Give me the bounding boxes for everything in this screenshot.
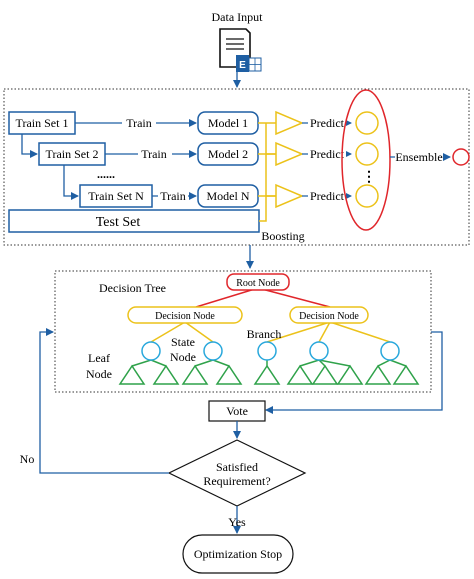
no-label: No	[20, 452, 35, 466]
state-node-circle	[141, 341, 161, 361]
state-node-circle	[257, 341, 277, 361]
data-input-label: Data Input	[212, 10, 264, 24]
prediction-circle-n	[355, 184, 379, 208]
predict-label-n: Predict	[310, 189, 345, 203]
leaf-edge	[377, 359, 391, 367]
vote-label: Vote	[226, 404, 248, 418]
vertical-dots: ⋮	[362, 170, 376, 185]
leaf-node-triangle	[181, 364, 209, 385]
predictor-triangle-1	[275, 110, 304, 136]
leaf-edge	[389, 359, 407, 367]
predictor-triangle-2	[275, 141, 304, 167]
leaf-node-triangle	[152, 364, 180, 385]
train-set-2-label: Train Set 2	[46, 147, 99, 161]
leaf-edge	[194, 359, 214, 367]
leaf-node-label-1: Leaf	[88, 351, 110, 365]
predict-label-1: Predict	[310, 116, 345, 130]
leaf-edge	[131, 359, 152, 367]
leaf-node-triangle	[336, 364, 364, 385]
predictor-triangle-n	[275, 183, 304, 209]
decision-node-right-label: Decision Node	[299, 311, 359, 322]
prediction-circle-1	[355, 111, 379, 135]
tree-state-and-leaf-nodes	[118, 341, 420, 385]
decision-node-left-box	[127, 306, 243, 324]
root-node-label: Root Node	[236, 278, 280, 289]
leaf-node-label-2: Node	[86, 367, 112, 381]
state-node-circle	[380, 341, 400, 361]
train-label-n: Train	[160, 189, 186, 203]
leaf-node-triangle	[253, 364, 281, 385]
satisfied-label-2: Requirement?	[203, 474, 270, 488]
ensemble-label: Ensemble	[395, 150, 442, 164]
tree-right-return-line	[265, 331, 443, 414]
optimization-stop-label: Optimization Stop	[194, 547, 282, 561]
state-node-label-1: State	[171, 335, 195, 349]
root-branches	[195, 287, 331, 308]
prediction-circle-2	[355, 142, 379, 166]
leaf-node-triangle	[118, 364, 146, 385]
state-node-label-2: Node	[170, 350, 196, 364]
model-1-label: Model 1	[208, 116, 248, 130]
leaf-edge	[299, 359, 320, 367]
decision-node-left-label: Decision Node	[155, 311, 215, 322]
boosting-container	[3, 88, 470, 246]
model-2-label: Model 2	[208, 147, 248, 161]
yellow-connectors	[258, 122, 276, 222]
leaf-node-triangle	[286, 364, 314, 385]
root-node-box	[226, 273, 290, 291]
connector-ts2-tsn	[63, 165, 79, 200]
train-set-n-label: Train Set N	[88, 189, 144, 203]
optimization-stop-box	[182, 534, 294, 574]
ellipsis: ......	[97, 167, 115, 181]
satisfied-label-1: Satisfied	[216, 460, 258, 474]
model-n-label: Model N	[207, 189, 250, 203]
ensemble-output-circle	[452, 148, 470, 166]
train-set-1-label: Train Set 1	[16, 116, 69, 130]
leaf-node-triangle	[311, 364, 339, 385]
leaf-node-triangle	[392, 364, 420, 385]
document-excel-icon: E	[219, 28, 262, 72]
leaf-edge	[318, 359, 326, 367]
svg-text:E: E	[239, 60, 246, 71]
state-node-circle	[203, 341, 223, 361]
leaf-edge	[150, 359, 167, 367]
no-loop-line	[39, 328, 169, 474]
state-node-circle	[309, 341, 329, 361]
predict-label-2: Predict	[310, 147, 345, 161]
boosting-label: Boosting	[261, 229, 304, 243]
leaf-edge	[212, 359, 230, 367]
decision-node-right-box	[289, 306, 369, 324]
decision-branches	[150, 321, 391, 343]
ensemble-ellipse	[341, 89, 391, 231]
branch-label: Branch	[247, 327, 282, 341]
leaf-node-triangle	[364, 364, 392, 385]
decision-tree-title: Decision Tree	[99, 281, 166, 295]
leaf-node-triangle	[215, 364, 243, 385]
yes-label: Yes	[228, 515, 246, 529]
test-set-label: Test Set	[96, 215, 141, 230]
train-label-1: Train	[126, 116, 152, 130]
leaf-edge	[318, 359, 351, 367]
connector-ts1-ts2	[21, 134, 38, 158]
train-label-2: Train	[141, 147, 167, 161]
